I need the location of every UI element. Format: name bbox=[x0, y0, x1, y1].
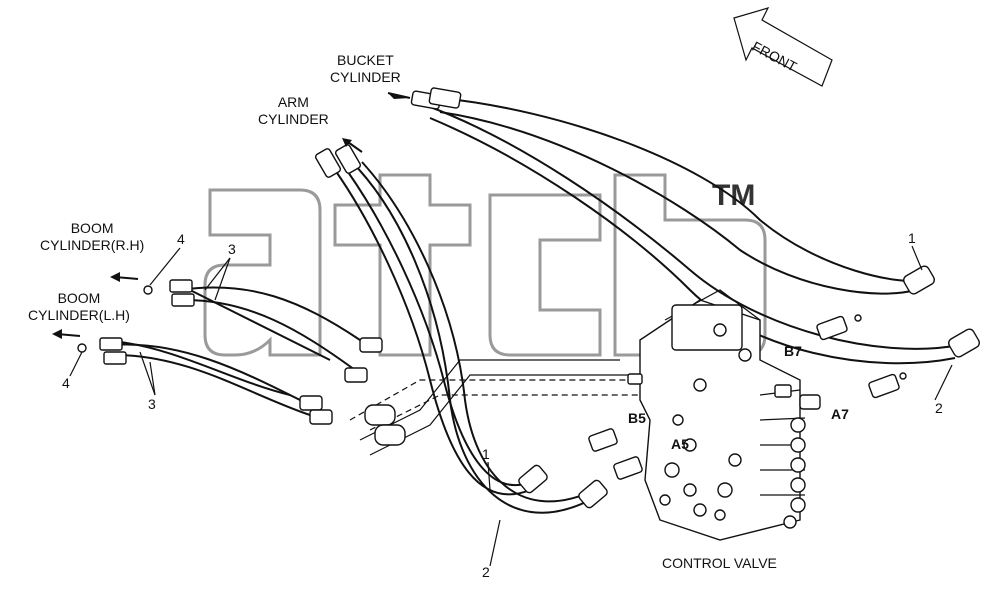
callout-3-bottom: 3 bbox=[148, 396, 156, 412]
callout-1-mid: 1 bbox=[482, 446, 490, 462]
port-a5-label: A5 bbox=[671, 436, 689, 452]
front-arrow-icon bbox=[733, 7, 833, 87]
bucket-cylinder-label: BUCKET CYLINDER bbox=[330, 52, 401, 85]
boom-cylinder-rh-label: BOOM CYLINDER(R.H) bbox=[40, 220, 145, 253]
callout-4-top: 4 bbox=[177, 231, 185, 247]
trademark-symbol: TM bbox=[712, 179, 755, 212]
control-valve-block bbox=[627, 289, 821, 541]
callout-1-top: 1 bbox=[908, 230, 916, 246]
atcb-watermark-logo: TM bbox=[203, 173, 767, 357]
callout-4-bottom: 4 bbox=[62, 375, 70, 391]
port-b7-label: B7 bbox=[784, 343, 802, 359]
callout-2-bottom: 2 bbox=[482, 564, 490, 580]
callout-3-top: 3 bbox=[228, 241, 236, 257]
callout-leaders bbox=[69, 245, 953, 567]
hose-fittings bbox=[77, 87, 980, 509]
callout-2-right: 2 bbox=[935, 400, 943, 416]
port-a7-label: A7 bbox=[831, 406, 849, 422]
boom-cylinder-lh-label: BOOM CYLINDER(L.H) bbox=[28, 290, 130, 323]
direction-arrow-icon bbox=[52, 89, 411, 339]
control-valve-label: CONTROL VALVE bbox=[662, 555, 777, 571]
arm-cylinder-label: ARM CYLINDER bbox=[258, 94, 329, 127]
port-b5-label: B5 bbox=[628, 410, 646, 426]
